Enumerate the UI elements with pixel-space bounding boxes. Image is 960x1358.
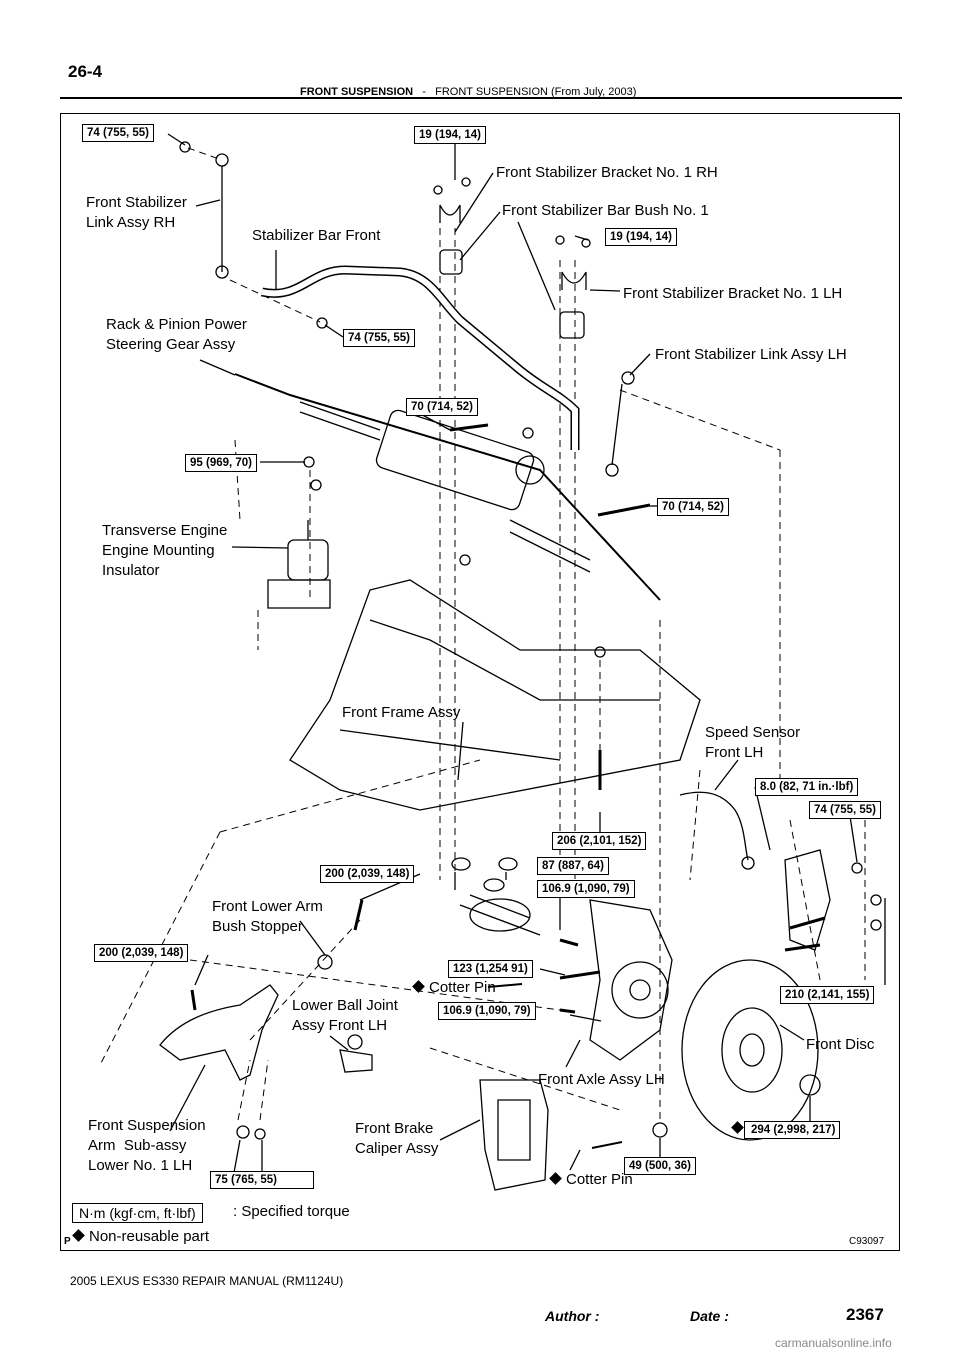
nonreusable-diamond-icon [72,1229,85,1242]
author-label: Author : [545,1308,600,1324]
label-brake-caliper: Front Brake Caliper Assy [355,1120,439,1157]
p-mark: P [64,1236,71,1247]
torque-spec: 206 (2,101, 152) [552,832,647,850]
label-bracket-lh: Front Stabilizer Bracket No. 1 LH [623,285,843,302]
label-front-axle: Front Axle Assy LH [538,1071,665,1088]
legend-torque-unit: N·m (kgf·cm, ft·lbf) [72,1203,203,1223]
nonreusable-diamond-icon [549,1172,562,1185]
torque-spec: 106.9 (1,090, 79) [438,1002,536,1020]
torque-294-text: 294 (2,998, 217) [751,1124,836,1136]
page-total: 2367 [846,1305,884,1324]
torque-spec: 106.9 (1,090, 79) [537,880,635,898]
torque-spec: 19 (194, 14) [605,228,678,246]
header-separator: - [422,86,426,98]
torque-spec: 70 (714, 52) [406,398,479,416]
torque-spec: 74 (755, 55) [809,801,882,819]
torque-spec: 49 (500, 36) [624,1157,697,1175]
page-header: FRONT SUSPENSION - FRONT SUSPENSION (Fro… [300,86,636,98]
label-cotter-pin-1: Cotter Pin [412,978,496,998]
legend-nonreusable: Non-reusable part [72,1228,209,1245]
cotter-pin-2-text: Cotter Pin [566,1171,633,1188]
label-lower-arm-bush: Front Lower Arm Bush Stopper [212,898,323,935]
torque-spec: 75 (765, 55) [210,1171,314,1189]
label-ball-joint: Lower Ball Joint Assy Front LH [292,997,398,1034]
page-number: 26-4 [68,62,103,81]
header-section: FRONT SUSPENSION [300,86,414,98]
label-engine-mount: Transverse Engine Engine Mounting Insula… [102,522,228,579]
label-front-disc: Front Disc [806,1036,875,1053]
label-link-rh: Front Stabilizer Link Assy RH [86,194,187,231]
torque-spec: 123 (1,254 91) [448,960,533,978]
torque-spec: 87 (887, 64) [537,857,610,875]
torque-spec: 95 (969, 70) [185,454,258,472]
header-subsection: FRONT SUSPENSION (From July, 2003) [435,86,637,98]
torque-spec: 74 (755, 55) [82,124,155,142]
diagram-frame [60,113,900,1251]
label-link-lh: Front Stabilizer Link Assy LH [655,346,847,363]
torque-spec: 200 (2,039, 148) [320,865,415,883]
header-rule [60,97,902,99]
date-label: Date : [690,1308,729,1324]
watermark: carmanualsonline.info [775,1336,892,1350]
label-speed-sensor: Speed Sensor Front LH [705,724,801,761]
torque-spec: 19 (194, 14) [414,126,487,144]
manual-footer: 2005 LEXUS ES330 REPAIR MANUAL (RM1124U) [70,1274,344,1288]
torque-spec: 210 (2,141, 155) [780,986,875,1004]
legend-nonreusable-text: Non-reusable part [89,1228,210,1245]
label-stabilizer-bar: Stabilizer Bar Front [252,227,381,244]
cotter-pin-1-text: Cotter Pin [429,979,496,996]
torque-spec: 74 (755, 55) [343,329,416,347]
torque-spec: 70 (714, 52) [657,498,730,516]
torque-spec: 200 (2,039, 148) [94,944,189,962]
label-front-frame: Front Frame Assy [342,704,461,721]
figure-code: C93097 [849,1236,885,1247]
label-bush: Front Stabilizer Bar Bush No. 1 [502,202,709,219]
torque-spec: 8.0 (82, 71 in.·lbf) [755,778,859,796]
nonreusable-diamond-icon [412,980,425,993]
legend-torque-desc: : Specified torque [233,1203,350,1220]
label-bracket-rh: Front Stabilizer Bracket No. 1 RH [496,164,718,181]
label-rack-pinion: Rack & Pinion Power Steering Gear Assy [106,316,247,353]
label-cotter-pin-2: Cotter Pin [549,1170,633,1190]
torque-spec: 294 (2,998, 217) [731,1121,841,1139]
label-suspension-arm: Front Suspension Arm Sub-assy Lower No. … [88,1117,206,1174]
